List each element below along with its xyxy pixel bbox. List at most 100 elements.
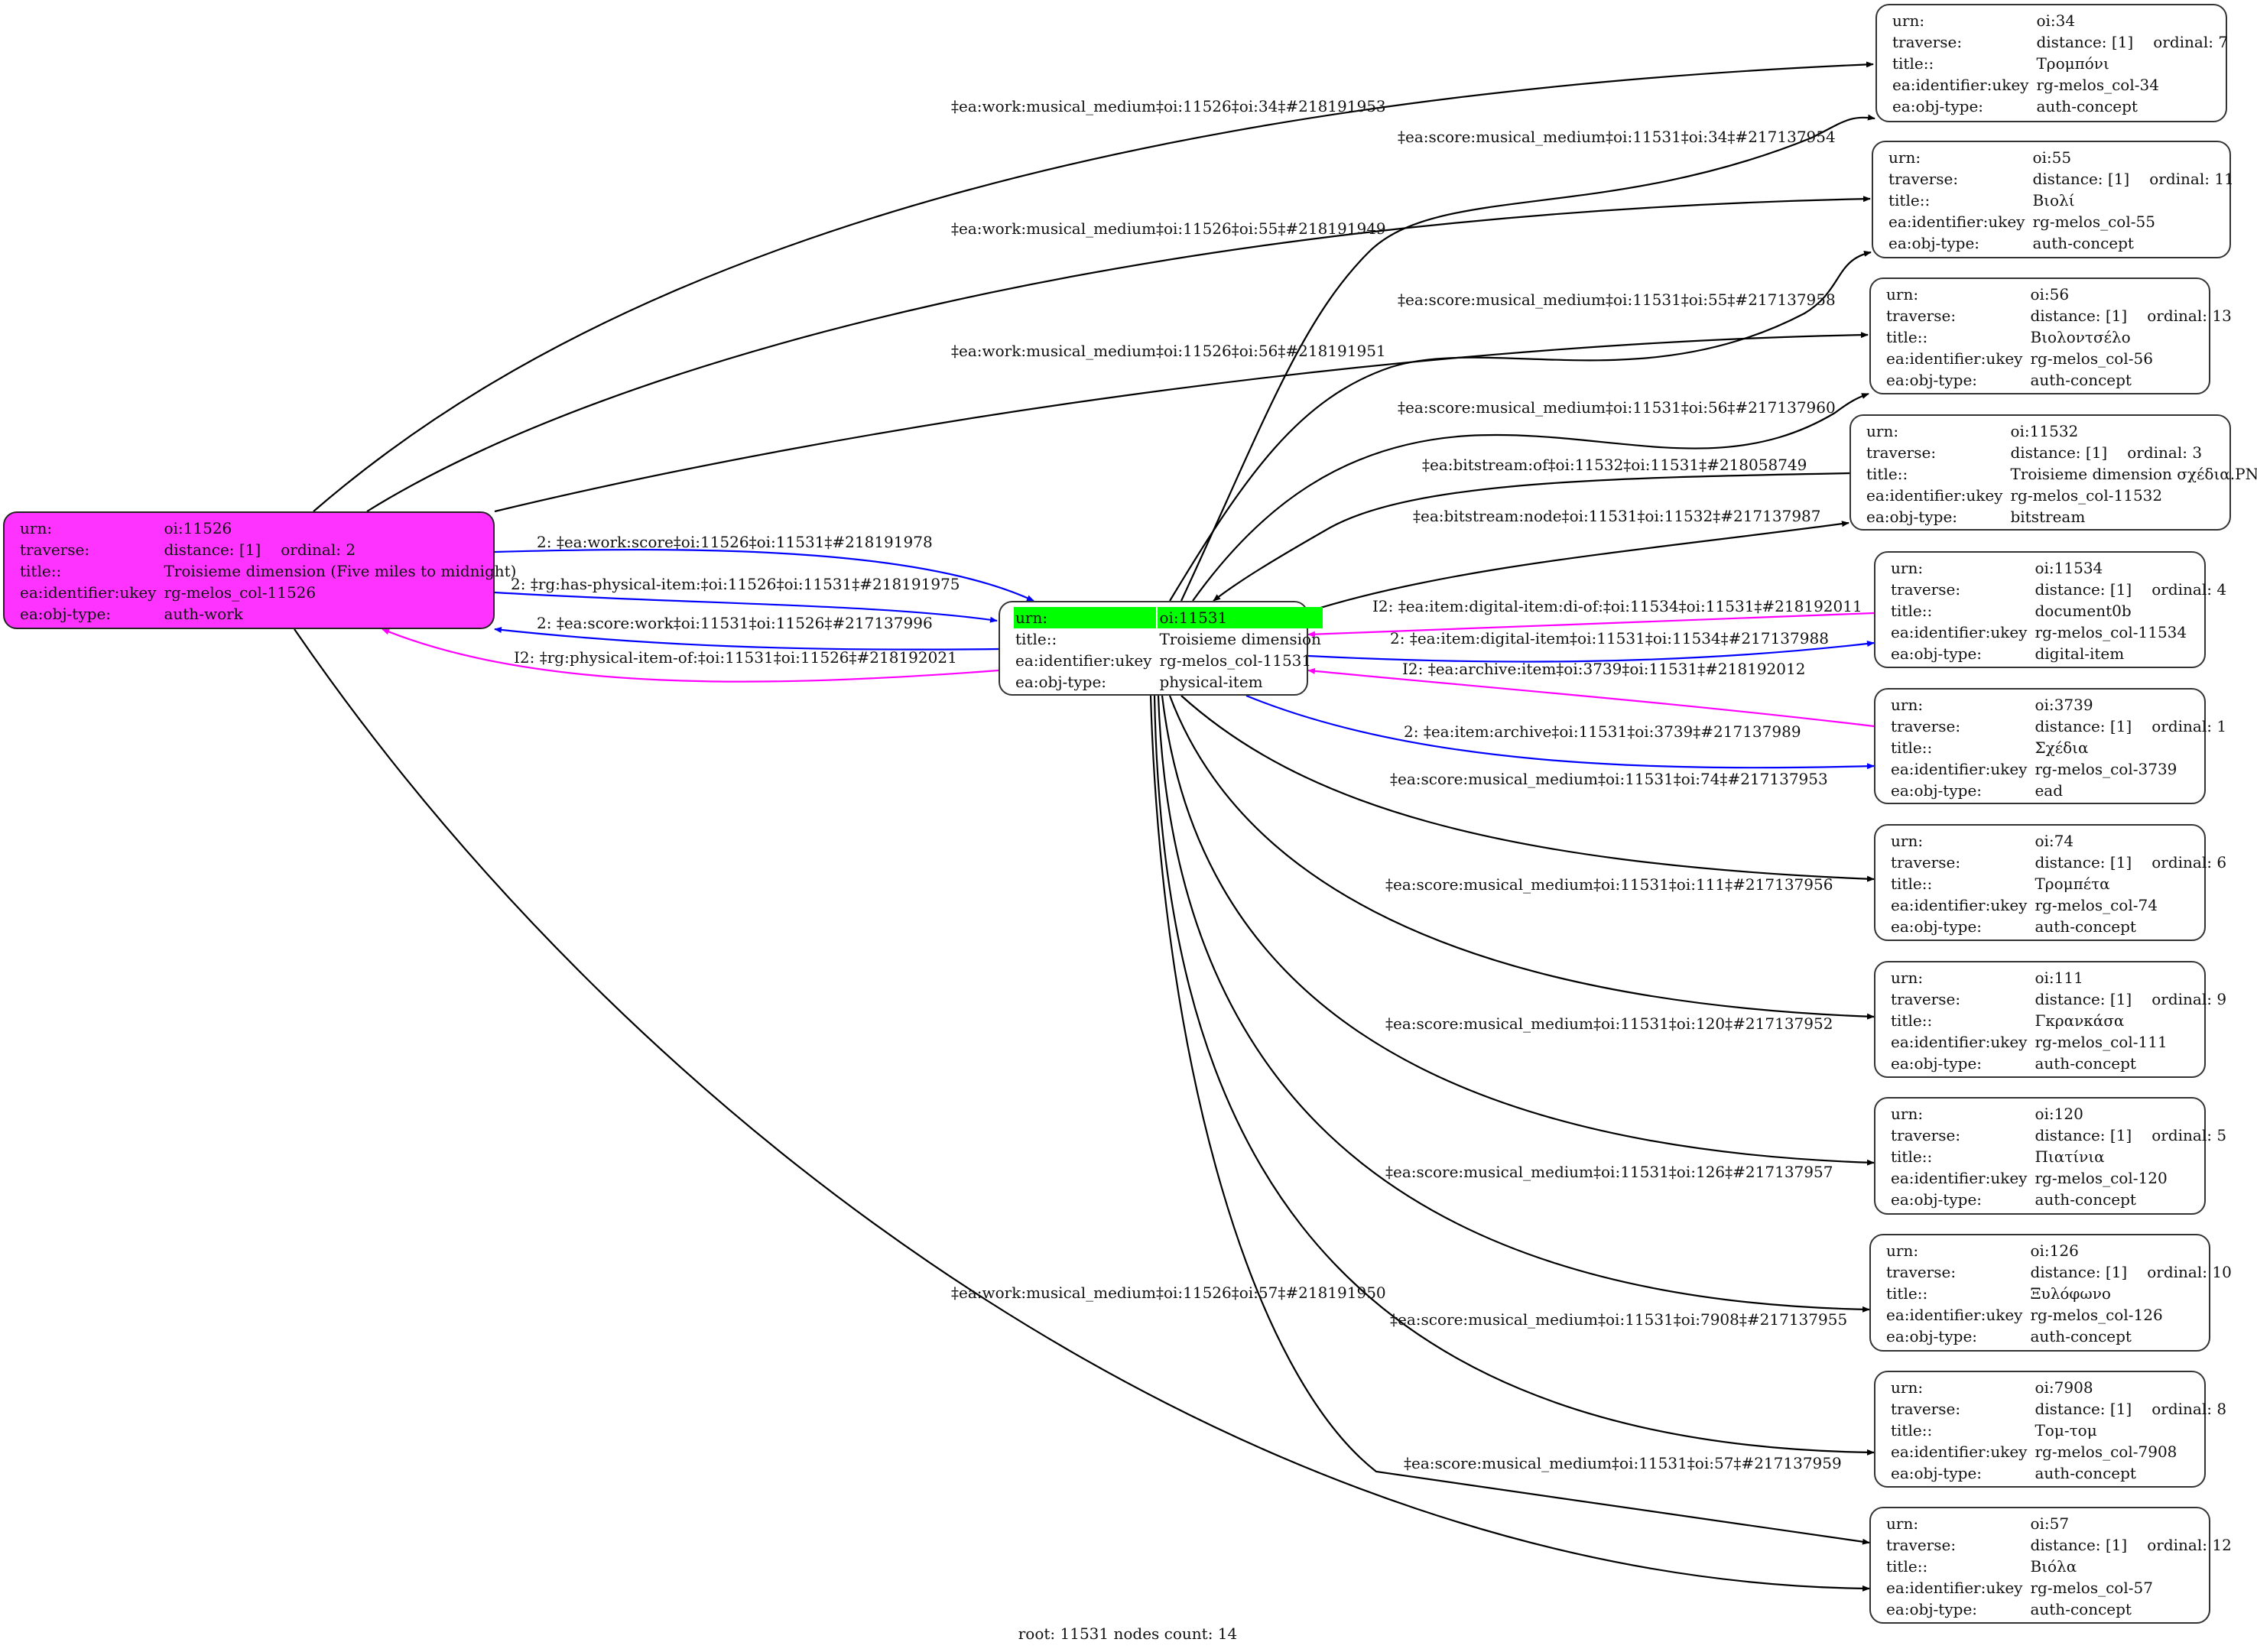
node-ukey: rg-melos_col-11534 [2035, 623, 2187, 641]
node-ordinal: ordinal: 1 [2151, 717, 2227, 735]
node-title: Ξυλόφωνο [2030, 1284, 2111, 1303]
node-distance: distance: [1] [2035, 990, 2132, 1008]
node-title: Τομ-τομ [2035, 1421, 2097, 1439]
node-oi-57[interactable]: urn:oi:57 traverse:distance: [1]ordinal:… [1869, 1507, 2232, 1624]
node-oi-55[interactable]: urn:oi:55 traverse:distance: [1]ordinal:… [1872, 141, 2234, 258]
field-label: traverse: [1866, 443, 1937, 462]
node-oi-3739[interactable]: urn:oi:3739 traverse:distance: [1]ordina… [1874, 688, 2226, 804]
field-label: urn: [1886, 1514, 1919, 1533]
node-oi-11531[interactable]: urn:oi:11531 title::Troisieme dimension … [999, 601, 1323, 696]
node-type: auth-concept [2035, 1054, 2136, 1073]
edge-score-111 [1168, 695, 1875, 1020]
field-label: ea:obj-type: [20, 605, 112, 623]
node-ukey: rg-melos_col-11526 [164, 583, 317, 602]
edge-label-score-34: ‡ea:score:musical_medium‡oi:11531‡oi:34‡… [1398, 128, 1836, 146]
field-label: urn: [1891, 559, 1924, 577]
node-ordinal: ordinal: 8 [2151, 1400, 2227, 1418]
node-oi-7908[interactable]: urn:oi:7908 traverse:distance: [1]ordina… [1874, 1371, 2226, 1488]
node-type: auth-concept [2030, 371, 2132, 389]
node-ordinal: ordinal: 11 [2149, 170, 2234, 188]
field-label: ea:identifier:ukey [1886, 349, 2023, 368]
edge-label-score-work: 2: ‡ea:score:work‡oi:11531‡oi:11526‡#217… [537, 614, 933, 632]
edge-work-34 [313, 61, 1874, 512]
field-label: title:: [1891, 875, 1933, 893]
node-title: Βιολοντσέλο [2030, 328, 2131, 346]
node-title: Troisieme dimension σχέδια.PNG [2010, 465, 2257, 483]
field-label: title:: [1891, 1147, 1933, 1166]
node-ukey: rg-melos_col-3739 [2035, 760, 2177, 778]
field-label: ea:identifier:ukey [1886, 1579, 2023, 1597]
node-distance: distance: [1] [2035, 1400, 2132, 1418]
field-label: ea:identifier:ukey [1891, 1443, 2028, 1461]
node-title: Πιατίνια [2035, 1147, 2105, 1166]
edge-label-di-of: I2: ‡ea:item:digital-item:di-of:‡oi:1153… [1372, 597, 1862, 615]
node-urn: oi:7908 [2035, 1378, 2093, 1397]
node-oi-126[interactable]: urn:oi:126 traverse:distance: [1]ordinal… [1869, 1234, 2232, 1352]
edge-label-work-56: ‡ea:work:musical_medium‡oi:11526‡oi:56‡#… [951, 342, 1386, 360]
node-oi-11532[interactable]: urn:oi:11532 traverse:distance: [1]ordin… [1849, 414, 2257, 531]
field-label: traverse: [1891, 990, 1961, 1008]
edge-work-56 [494, 332, 1869, 513]
node-ukey: rg-melos_col-11532 [2010, 486, 2163, 505]
node-ordinal: ordinal: 10 [2147, 1263, 2232, 1281]
node-distance: distance: [1] [2035, 1126, 2132, 1144]
node-type: auth-concept [2030, 1327, 2132, 1345]
graph-footer: root: 11531 nodes count: 14 [1018, 1624, 1238, 1643]
node-type: bitstream [2010, 508, 2086, 526]
field-label: title:: [1888, 191, 1931, 209]
node-urn: oi:74 [2035, 832, 2074, 850]
node-oi-11534[interactable]: urn:oi:11534 traverse:distance: [1]ordin… [1874, 551, 2226, 668]
node-ordinal: ordinal: 5 [2151, 1126, 2227, 1144]
field-label: urn: [1891, 696, 1924, 714]
node-urn: oi:34 [2036, 11, 2076, 30]
field-label: title:: [1891, 602, 1933, 620]
edge-label-score-57: ‡ea:score:musical_medium‡oi:11531‡oi:57‡… [1404, 1454, 1842, 1472]
node-oi-34[interactable]: urn:oi:34 traverse:distance: [1]ordinal:… [1875, 4, 2228, 122]
edge-score-57 [1149, 695, 1870, 1545]
node-distance: distance: [1] [2030, 1536, 2128, 1554]
field-label: traverse: [1891, 853, 1961, 871]
field-label: urn: [1014, 607, 1157, 628]
node-oi-74[interactable]: urn:oi:74 traverse:distance: [1]ordinal:… [1874, 824, 2226, 941]
node-ukey: rg-melos_col-7908 [2035, 1443, 2177, 1461]
node-ukey: rg-melos_col-34 [2036, 76, 2159, 94]
node-oi-120[interactable]: urn:oi:120 traverse:distance: [1]ordinal… [1874, 1097, 2226, 1215]
edge-label-score-111: ‡ea:score:musical_medium‡oi:11531‡oi:111… [1385, 875, 1833, 894]
field-label: urn: [1891, 969, 1924, 987]
edge-physical-item-of [382, 628, 999, 683]
node-type: auth-concept [2035, 917, 2136, 936]
edge-label-score-56: ‡ea:score:musical_medium‡oi:11531‡oi:56‡… [1398, 398, 1836, 417]
node-urn: oi:55 [2032, 148, 2072, 167]
node-type: auth-concept [2036, 97, 2138, 115]
node-title: Τρομπέτα [2035, 875, 2110, 893]
field-label: traverse: [1888, 170, 1959, 188]
field-label: traverse: [1891, 1400, 1961, 1418]
edge-score-7908 [1153, 695, 1875, 1456]
node-urn: oi:11534 [2035, 559, 2103, 577]
field-label: ea:identifier:ukey [1888, 213, 2025, 231]
edge-has-physical-item [494, 591, 998, 623]
node-type: ead [2035, 781, 2064, 800]
field-label: title:: [1886, 1284, 1928, 1303]
field-label: urn: [1888, 148, 1921, 167]
node-ukey: rg-melos_col-56 [2030, 349, 2153, 368]
edge-score-55 [1169, 250, 1872, 602]
node-oi-56[interactable]: urn:oi:56 traverse:distance: [1]ordinal:… [1869, 277, 2232, 394]
field-label: title:: [1891, 738, 1933, 757]
node-type: auth-concept [2032, 234, 2134, 252]
edge-score-work [494, 626, 999, 651]
node-title: Γκρανκάσα [2035, 1011, 2125, 1030]
field-label: urn: [20, 519, 53, 537]
node-distance: distance: [1] [164, 540, 261, 559]
node-oi-111[interactable]: urn:oi:111 traverse:distance: [1]ordinal… [1874, 961, 2226, 1078]
field-label: ea:identifier:ukey [1891, 760, 2028, 778]
edge-label-score-120: ‡ea:score:musical_medium‡oi:11531‡oi:120… [1385, 1014, 1833, 1033]
field-label: ea:identifier:ukey [1891, 1169, 2028, 1187]
node-oi-11526[interactable]: urn:oi:11526 traverse:distance: [1]ordin… [3, 511, 516, 629]
field-label: ea:identifier:ukey [1891, 1033, 2028, 1051]
field-label: ea:obj-type: [1891, 1054, 1983, 1073]
edge-score-56 [1192, 392, 1869, 602]
edge-work-55 [366, 196, 1871, 512]
field-label: ea:identifier:ukey [20, 583, 157, 602]
